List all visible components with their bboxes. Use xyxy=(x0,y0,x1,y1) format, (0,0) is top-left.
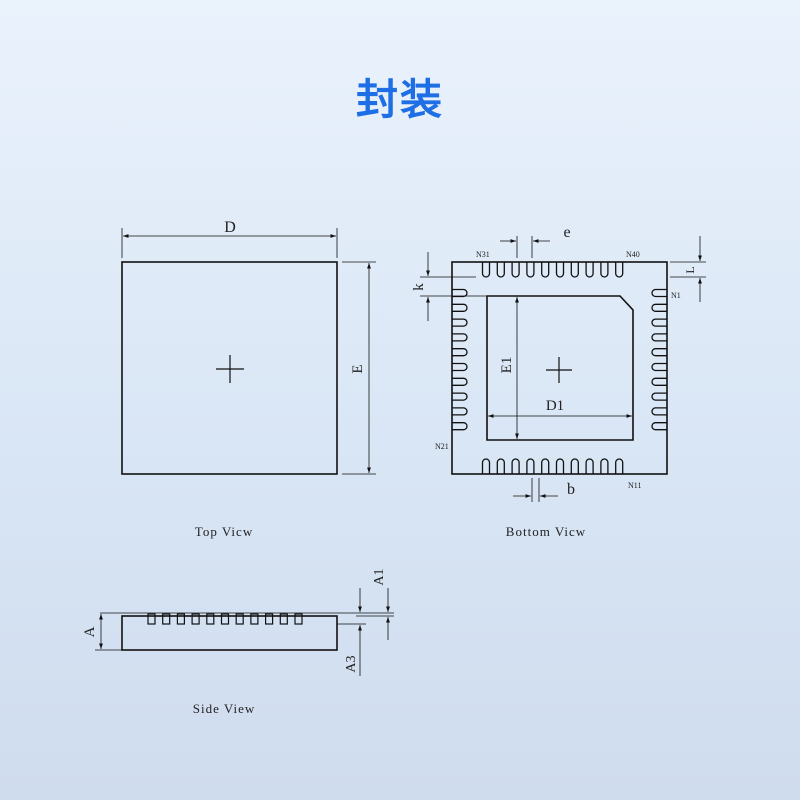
pad-bottom xyxy=(555,458,565,474)
pins-left-column xyxy=(452,288,468,431)
bottom-view-body xyxy=(451,261,668,475)
pad-top xyxy=(570,262,579,278)
pad-right xyxy=(651,318,667,327)
top-view-body xyxy=(121,261,338,475)
pad-right xyxy=(651,333,667,342)
dim-e-pitch-label: e xyxy=(563,224,570,241)
pin-label-n40: N40 xyxy=(626,250,640,259)
pad-right xyxy=(651,407,667,416)
pad-bottom xyxy=(481,458,491,474)
pad-right xyxy=(651,303,667,312)
pad-left xyxy=(452,348,468,357)
exposed-pad xyxy=(486,295,634,441)
pad-top xyxy=(615,262,624,278)
pad-left xyxy=(452,407,468,416)
pad-left xyxy=(452,333,468,342)
pins-bottom-row xyxy=(481,458,624,474)
side-view xyxy=(95,588,394,676)
top-view-caption: Top Vicw xyxy=(195,524,253,539)
pad-right xyxy=(651,377,667,386)
pad-top xyxy=(511,262,520,278)
side-pad xyxy=(279,613,288,625)
pad-bottom xyxy=(585,458,594,474)
pad-right xyxy=(651,422,667,431)
dim-b-label: b xyxy=(567,481,575,498)
pad-bottom xyxy=(541,458,550,474)
bottom-view xyxy=(420,236,706,502)
dim-a1-label: A1 xyxy=(372,568,387,585)
side-view-pads xyxy=(147,613,303,625)
pin-label-n21: N21 xyxy=(435,442,449,451)
side-pad xyxy=(220,613,230,625)
dim-e1-label: E1 xyxy=(499,357,515,374)
pad-bottom xyxy=(570,458,579,474)
pin-label-n1: N1 xyxy=(671,291,681,300)
pad-left xyxy=(452,288,468,298)
pad-left xyxy=(452,392,468,401)
side-pad xyxy=(265,613,274,625)
side-pad xyxy=(162,613,171,625)
pad-top xyxy=(496,262,505,278)
side-pad xyxy=(206,613,215,625)
dim-k-label: k xyxy=(411,283,427,291)
dim-d1-label: D1 xyxy=(546,398,564,414)
pad-left xyxy=(452,377,468,386)
dim-a3-label: A3 xyxy=(344,655,359,672)
pad-top xyxy=(541,262,550,278)
side-pad xyxy=(250,613,259,625)
pad-left xyxy=(452,422,468,431)
side-pad xyxy=(294,613,303,625)
pins-right-column xyxy=(651,288,667,431)
pad-left xyxy=(452,318,468,327)
pad-right xyxy=(651,362,667,372)
pad-bottom xyxy=(526,458,535,474)
dim-a-label: A xyxy=(82,626,98,637)
side-pad xyxy=(147,613,156,625)
pad-left xyxy=(452,362,468,372)
pad-right xyxy=(651,392,667,401)
pad-top xyxy=(526,262,535,278)
pin-label-n31: N31 xyxy=(476,250,490,259)
dim-e-label: E xyxy=(350,364,366,373)
side-view-body xyxy=(121,615,338,651)
pad-top xyxy=(481,262,491,278)
pad-left xyxy=(452,303,468,312)
page-title: 封装 xyxy=(355,75,444,124)
side-view-caption: Side View xyxy=(193,701,256,716)
side-pad xyxy=(176,613,185,625)
pad-right xyxy=(651,348,667,357)
side-pad xyxy=(191,613,200,625)
pad-bottom xyxy=(600,458,609,474)
pad-bottom xyxy=(496,458,505,474)
pad-bottom xyxy=(615,458,624,474)
side-pad xyxy=(235,613,244,625)
bottom-view-caption: Bottom Vicw xyxy=(506,524,586,539)
dim-l-label: L xyxy=(683,266,697,273)
pad-bottom xyxy=(511,458,520,474)
pad-top xyxy=(600,262,609,278)
pad-top xyxy=(555,262,565,278)
pins-top-row xyxy=(481,262,624,278)
pin-label-n11: N11 xyxy=(628,481,641,490)
pad-top xyxy=(585,262,594,278)
dim-d-label: D xyxy=(224,219,236,236)
top-view xyxy=(121,228,376,475)
pad-right xyxy=(651,288,667,298)
